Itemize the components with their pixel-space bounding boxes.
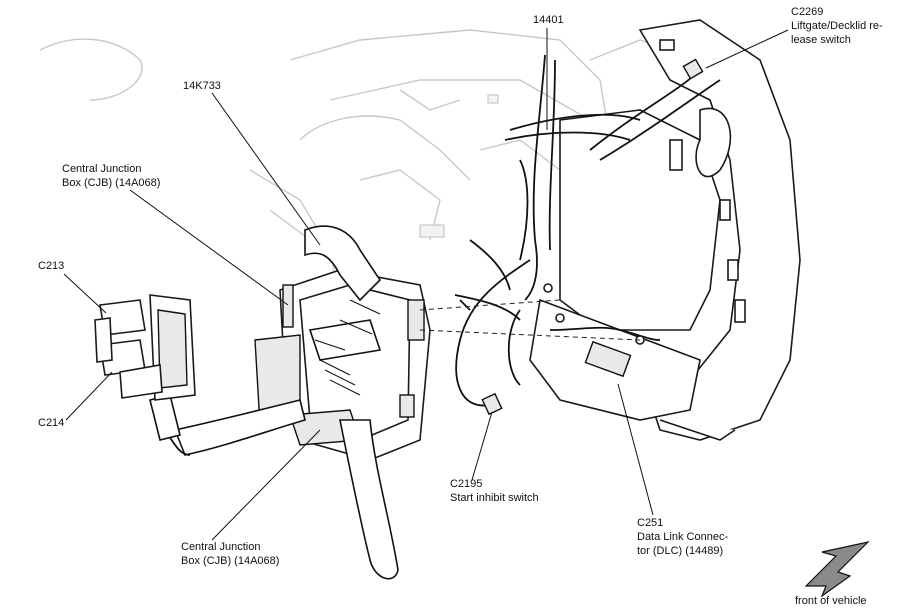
label-c2195: C2195 Start inhibit switch bbox=[450, 478, 539, 504]
label-c214: C214 bbox=[38, 417, 65, 429]
label-front-of-vehicle: front of vehicle bbox=[795, 595, 867, 607]
c213-c214-connectors bbox=[94, 294, 196, 401]
background-structure bbox=[39, 29, 701, 301]
label-14k733: 14K733 bbox=[183, 80, 221, 92]
central-junction-box bbox=[254, 269, 431, 461]
mounting-bracket bbox=[529, 19, 801, 441]
label-cjb-top: Central Junction Box (CJB) (14A068) bbox=[62, 163, 161, 189]
label-c213: C213 bbox=[38, 260, 65, 272]
label-c251: C251 Data Link Connec- tor (DLC) (14489) bbox=[637, 517, 729, 557]
front-arrow-icon bbox=[804, 540, 870, 598]
label-c2269: C2269 Liftgate/Decklid re- lease switch bbox=[791, 6, 883, 46]
leader-lines bbox=[63, 28, 789, 541]
label-cjb-bottom: Central Junction Box (CJB) (14A068) bbox=[181, 541, 280, 567]
label-14401: 14401 bbox=[533, 14, 564, 26]
wiring-harness bbox=[149, 225, 399, 580]
wire-14401 bbox=[419, 54, 721, 416]
